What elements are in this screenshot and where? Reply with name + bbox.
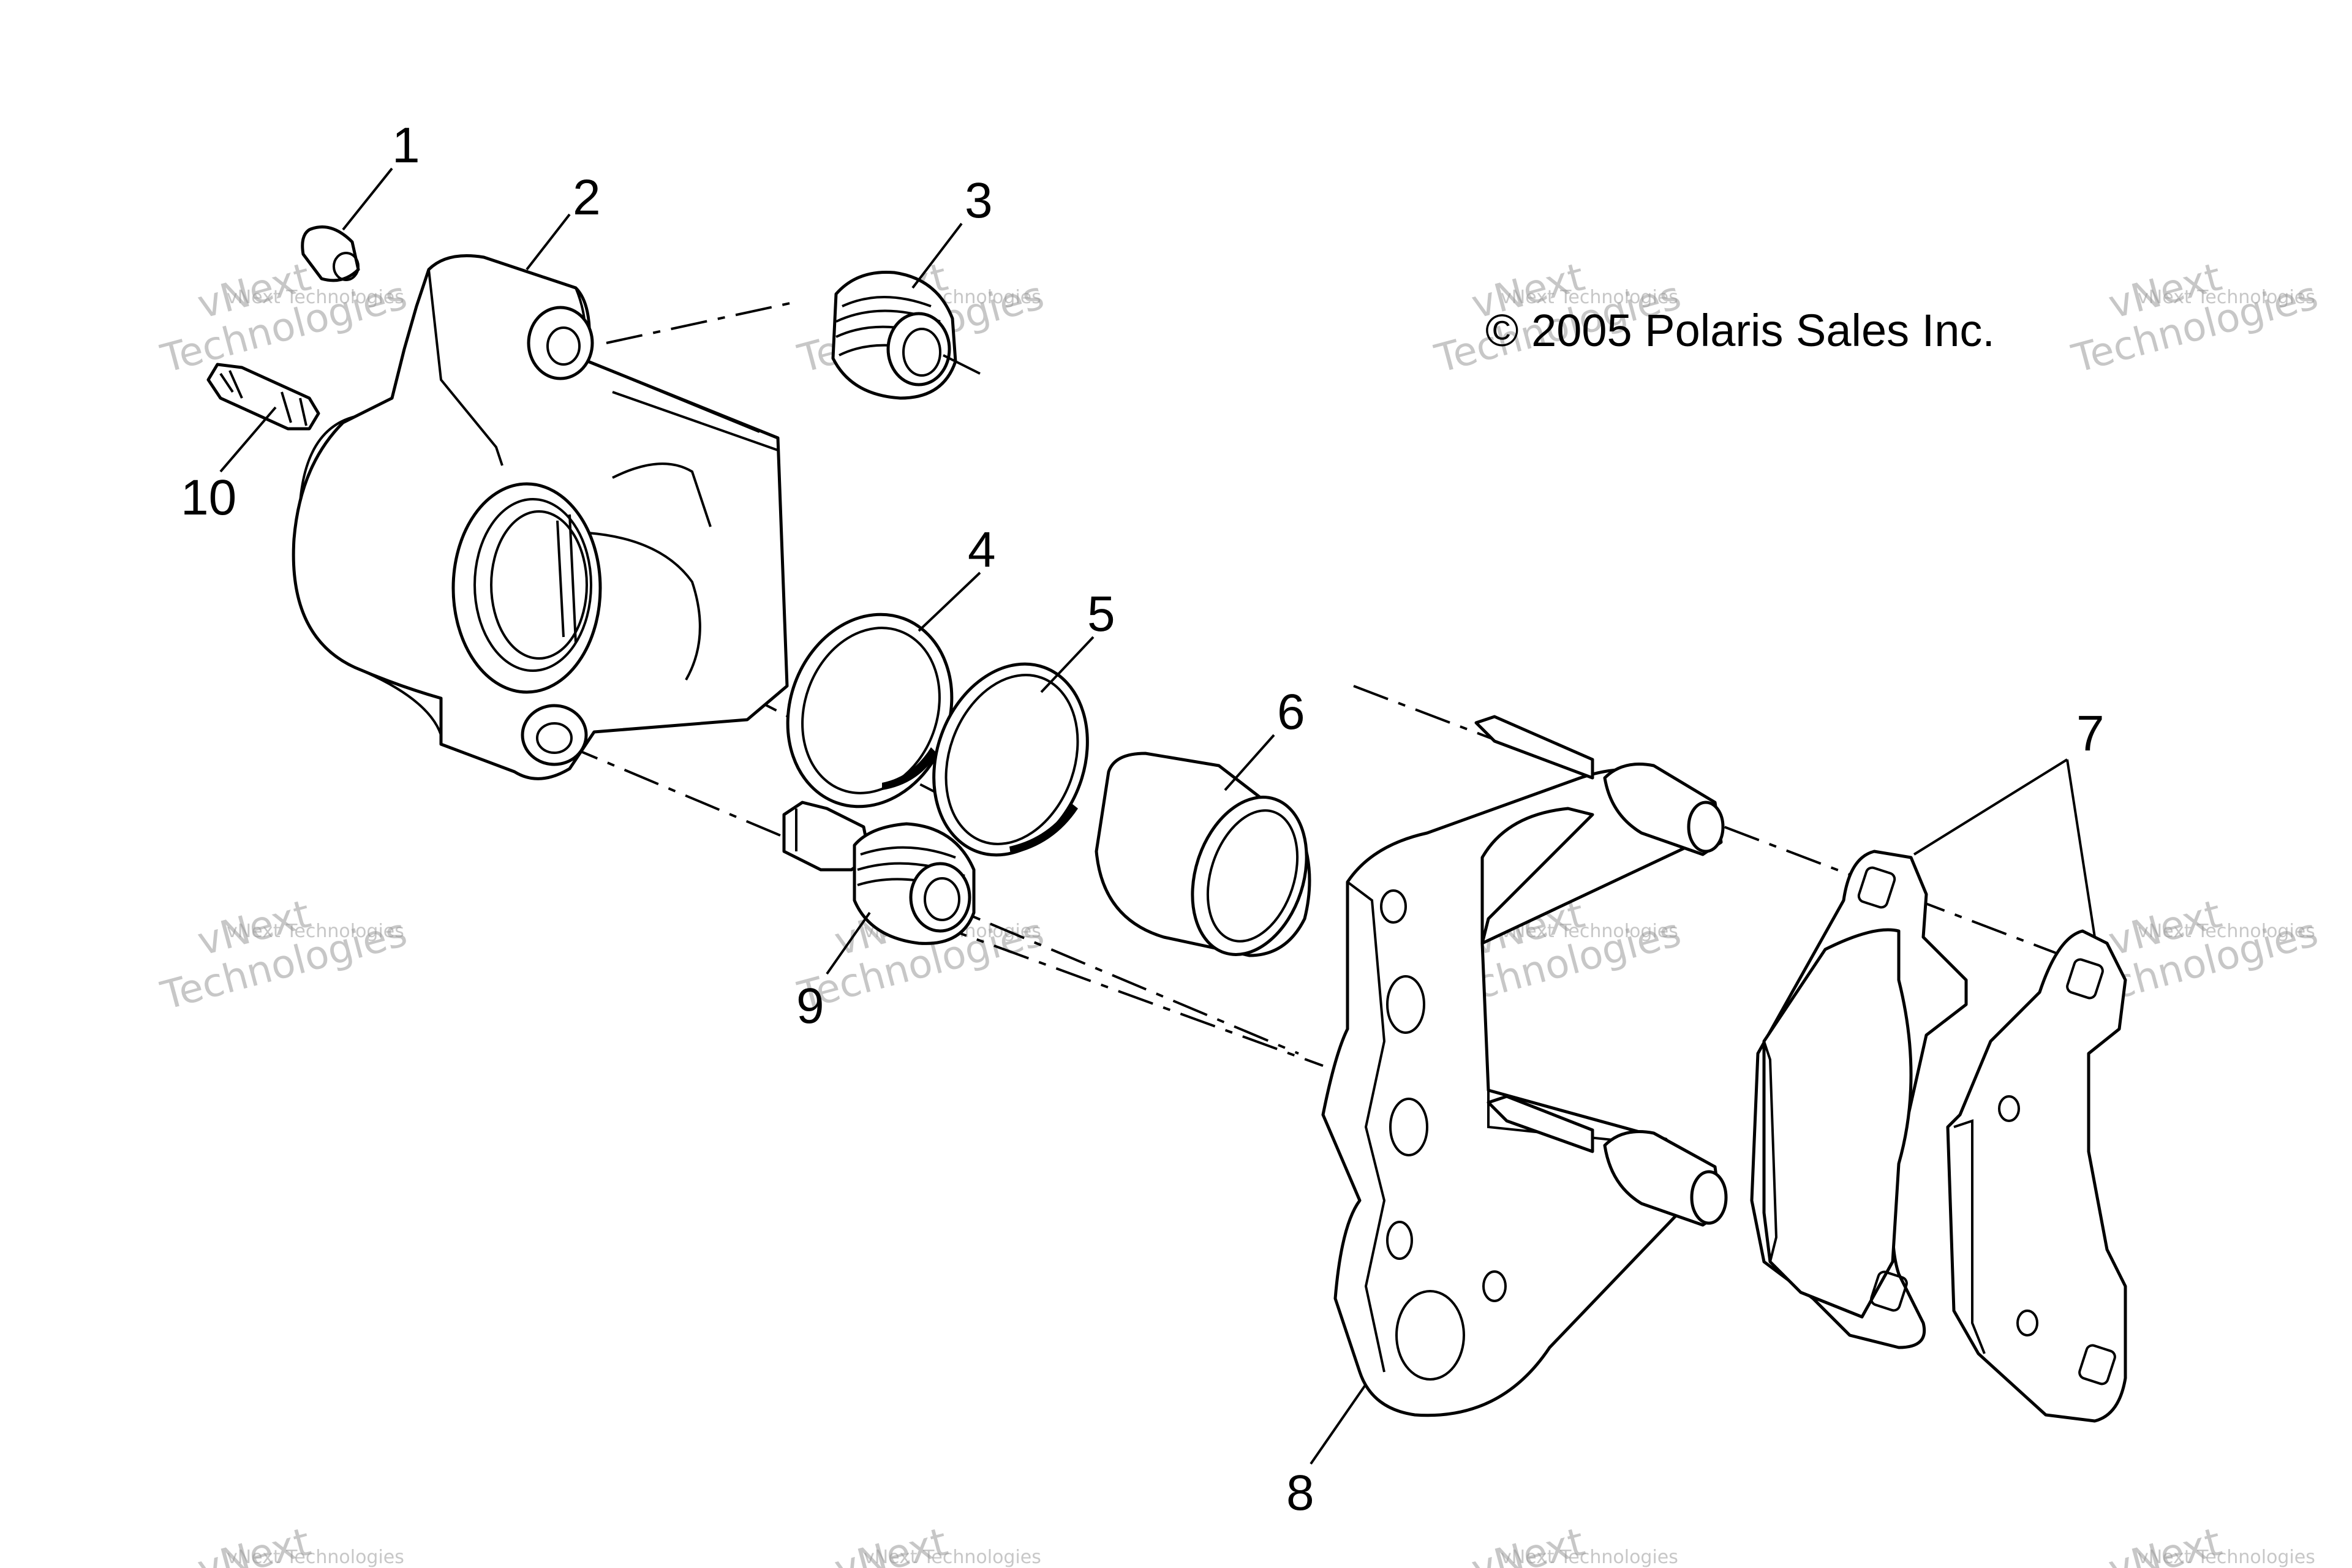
copyright-text: © 2005 Polaris Sales Inc. <box>1485 305 1995 356</box>
brake-pad-outer-part <box>1946 929 2127 1423</box>
callout-8: 8 <box>1286 1465 1314 1521</box>
callout-10: 10 <box>181 470 236 526</box>
callout-9: 9 <box>796 978 824 1034</box>
caliper-housing-part <box>292 254 789 780</box>
callout-labels: 1 2 3 4 5 6 7 8 9 10 <box>181 118 2105 1521</box>
watermark-small: vNext Technologies <box>1501 287 1678 308</box>
callout-5: 5 <box>1087 586 1115 642</box>
callout-2: 2 <box>573 170 601 225</box>
callout-1: 1 <box>392 118 420 173</box>
callout-6: 6 <box>1277 684 1305 740</box>
watermark-small: vNext Technologies <box>227 1547 404 1568</box>
watermark-small: vNext Technologies <box>2138 287 2315 308</box>
pin-bolt-part <box>782 801 976 945</box>
brake-pad-inner-part <box>1750 850 1968 1349</box>
watermark-small: vNext Technologies <box>1501 921 1678 942</box>
watermark-small: vNext Technologies <box>2138 1547 2315 1568</box>
watermark-small: vNext Technologies <box>864 1547 1041 1568</box>
watermark-small: vNext Technologies <box>227 921 404 942</box>
piston-part <box>1095 752 1311 957</box>
pin-boot-part <box>831 270 981 400</box>
bleeder-cap-part <box>301 225 360 282</box>
callout-4: 4 <box>968 522 996 578</box>
watermark: vNext Technologies <box>156 892 412 1019</box>
callout-7: 7 <box>2076 706 2105 761</box>
caliper-bracket-part <box>1321 715 1728 1417</box>
callout-3: 3 <box>965 173 993 228</box>
bleeder-screw-part <box>206 363 320 431</box>
piston-seal-part <box>932 662 1089 857</box>
leader-lines <box>219 167 2096 1465</box>
watermark-small: vNext Technologies <box>1501 1547 1678 1568</box>
watermark-small: vNext Technologies <box>2138 921 2315 942</box>
dust-seal-part <box>786 612 954 809</box>
watermark-small: vNext Technologies <box>227 287 404 308</box>
